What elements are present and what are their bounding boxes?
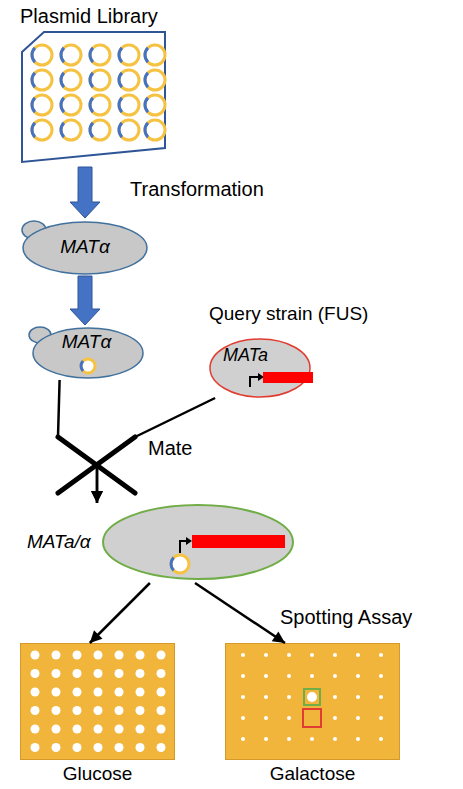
plasmid-plate-outline — [18, 5, 168, 167]
flow-arrow — [195, 583, 285, 643]
node-label: MATα — [20, 236, 150, 258]
agar-plate: Galactose — [225, 643, 400, 788]
node-label: MATa — [223, 345, 268, 366]
query-strain-cell: Query strain (FUS) MATa — [205, 303, 445, 398]
edge-label: Transformation — [130, 178, 264, 201]
node-label: Plasmid Library — [20, 5, 158, 28]
node-label: Galactose — [225, 763, 400, 785]
plasmid-plate: Plasmid Library — [18, 5, 168, 167]
node-label: MATα — [28, 331, 145, 353]
flow-arrow — [91, 398, 215, 503]
flow-arrow — [90, 583, 150, 643]
edge-label: Spotting Assay — [280, 606, 412, 629]
node-heading: Query strain (FUS) — [209, 303, 368, 325]
yeast-cell: MATα — [28, 325, 145, 380]
node-label: Glucose — [20, 763, 175, 785]
node-label: MATa/α — [27, 531, 91, 553]
agar-plate: Glucose — [20, 643, 175, 788]
yeast-cell: MATα — [20, 218, 150, 276]
block-arrow — [70, 276, 100, 325]
block-arrow — [70, 167, 100, 218]
diploid-cell: MATa/α — [25, 503, 305, 583]
edge-label: Mate — [148, 437, 192, 460]
